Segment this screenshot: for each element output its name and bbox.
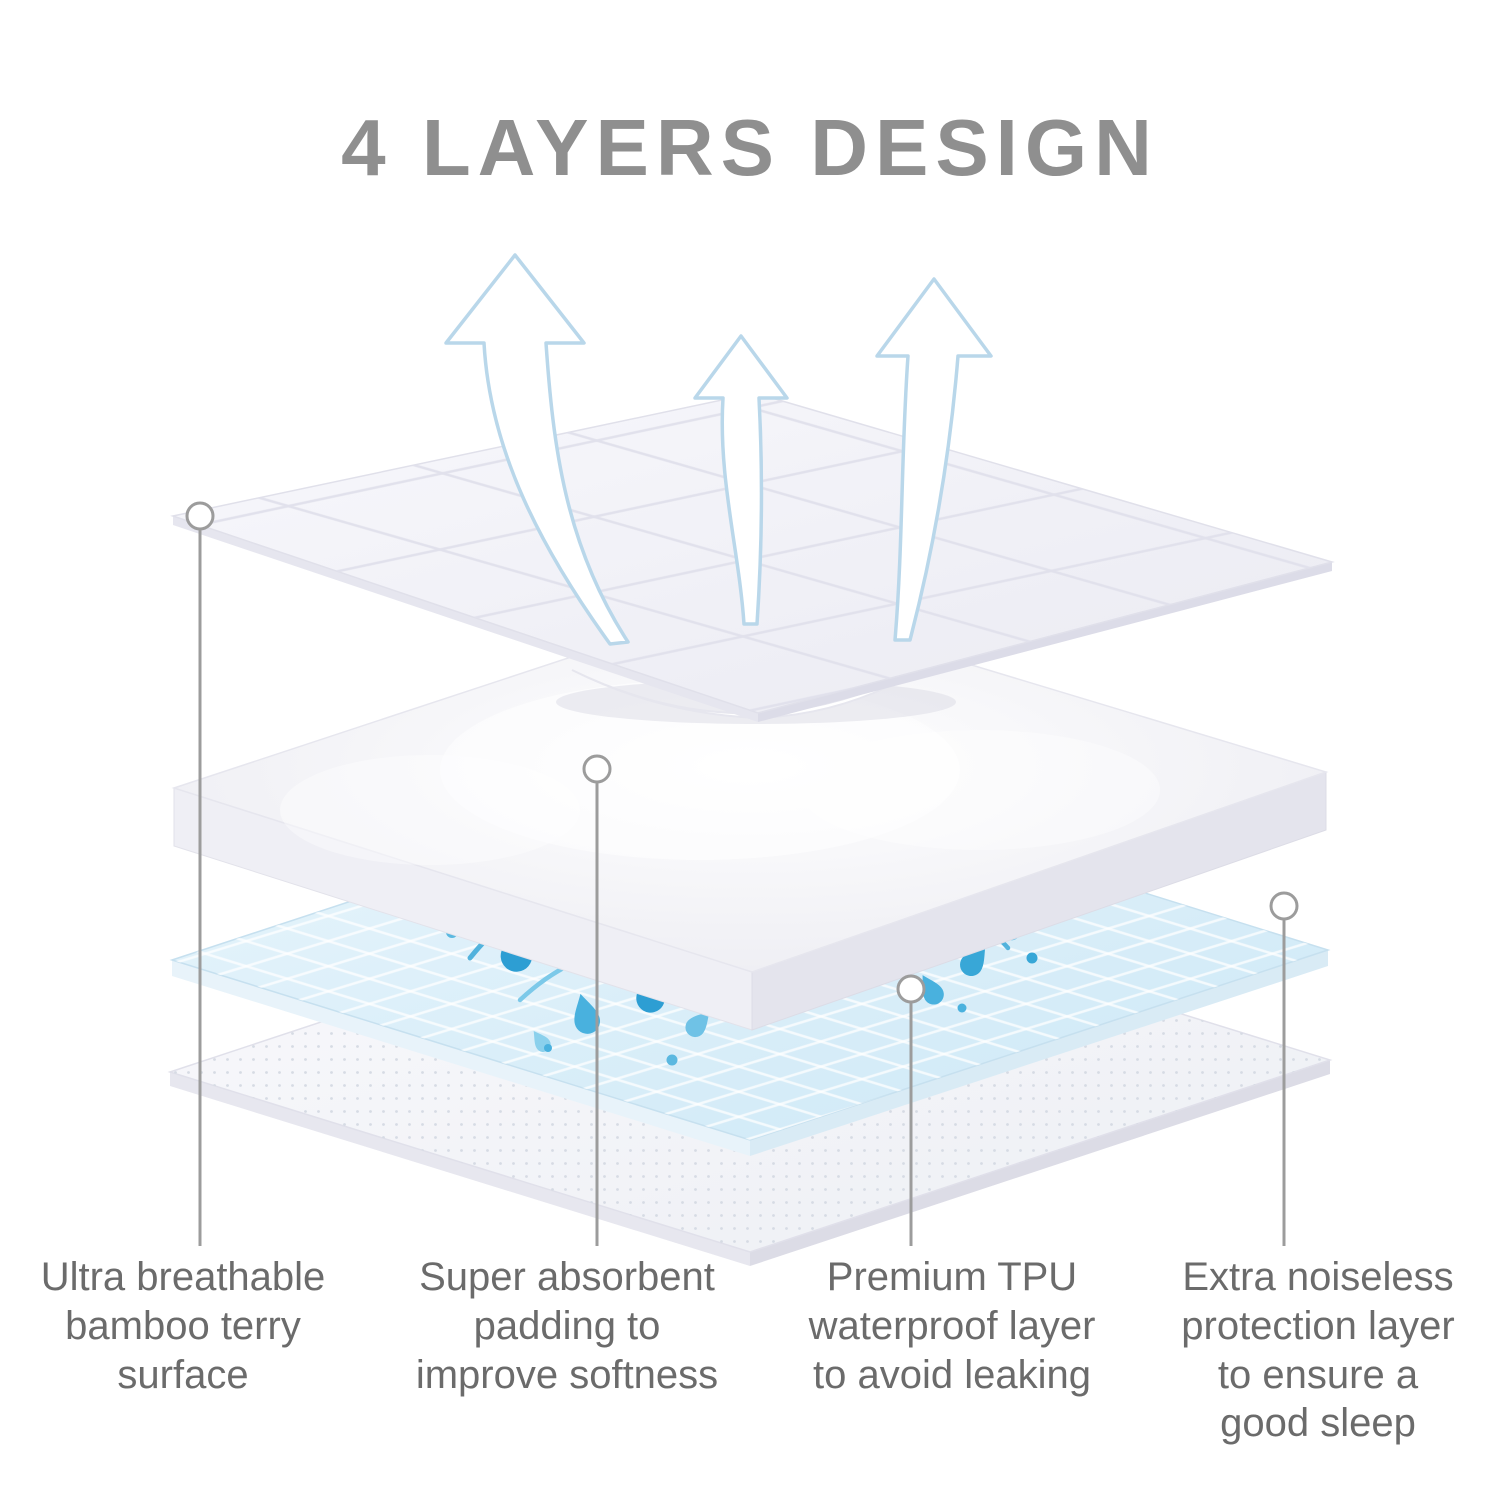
label-line: padding to xyxy=(473,1303,661,1348)
label-line: good sleep xyxy=(1220,1401,1416,1446)
layer1-edge-left xyxy=(173,516,758,722)
label-line: Premium TPU xyxy=(826,1255,1078,1299)
layer4-edge-right xyxy=(750,1060,1330,1266)
up-arrow-icon xyxy=(444,253,630,646)
label-line: to avoid leaking xyxy=(813,1352,1091,1397)
label-line: improve softness xyxy=(415,1352,719,1397)
page-title: 4 LAYERS DESIGN xyxy=(341,103,1159,192)
callout-dot-padding xyxy=(582,754,612,784)
layer1-edge-right xyxy=(758,562,1332,722)
label-line: Extra noiseless xyxy=(1182,1255,1454,1299)
layer-absorbent-padding xyxy=(171,597,1329,1031)
callout-dot-noiseless xyxy=(1269,891,1299,921)
label-line: Super absorbent xyxy=(419,1255,715,1299)
up-arrow-icon xyxy=(693,334,789,626)
layer3-edge-left xyxy=(172,960,750,1156)
label-absorbent-padding: Super absorbent padding to improve softn… xyxy=(402,1253,732,1399)
label-line: protection layer xyxy=(1181,1303,1455,1348)
label-line: Ultra breathable xyxy=(40,1255,326,1299)
label-line: surface xyxy=(117,1352,249,1397)
up-arrow-icon xyxy=(875,277,993,642)
layer4-edge-left xyxy=(170,1072,750,1266)
breathability-arrows xyxy=(444,253,993,646)
label-line: to ensure a xyxy=(1217,1352,1419,1397)
callouts xyxy=(185,501,1299,1246)
label-noiseless-protection: Extra noiseless protection layer to ensu… xyxy=(1148,1253,1488,1448)
callout-dot-bamboo xyxy=(185,501,215,531)
label-bamboo-terry-surface: Ultra breathable bamboo terry surface xyxy=(18,1253,348,1399)
label-tpu-waterproof: Premium TPU waterproof layer to avoid le… xyxy=(782,1253,1122,1399)
label-line: waterproof layer xyxy=(808,1303,1096,1348)
layer3-edge-right xyxy=(750,950,1328,1156)
callout-dot-tpu xyxy=(896,974,926,1004)
label-line: bamboo terry xyxy=(65,1303,301,1348)
